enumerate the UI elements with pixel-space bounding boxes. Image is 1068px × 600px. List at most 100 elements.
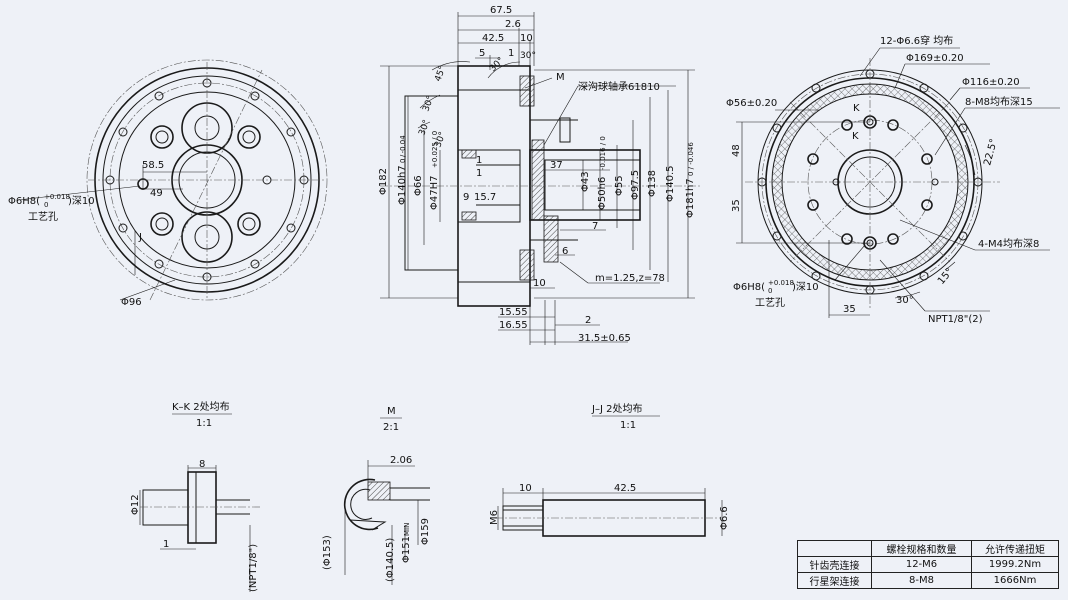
detail-jj-labels: J–J 2处均布 1:1 10 42.5 M6 Φ6.6 bbox=[489, 403, 730, 530]
section-mark-k2: K bbox=[852, 131, 859, 142]
ang-30c: 30° bbox=[421, 95, 436, 113]
dim-181h7: Φ181h7 bbox=[685, 178, 696, 218]
ang-30: 30° bbox=[896, 295, 914, 306]
gear-spec: m=1.25,z=78 bbox=[595, 273, 665, 284]
dim-6h8-depth: )深10 bbox=[68, 195, 95, 207]
dim-140h7-tol: 0 / -0.04 bbox=[399, 135, 407, 163]
spec-cell: 12-M6 bbox=[871, 556, 972, 573]
kk-dim-12: Φ12 bbox=[130, 494, 141, 515]
dim-7: 7 bbox=[592, 221, 598, 232]
detail-jj bbox=[495, 415, 723, 537]
dim-9: 9 bbox=[463, 192, 469, 203]
detail-m-labels: M 2:1 2.06 (Φ153) (Φ140.5) Φ151 MIN Φ159 bbox=[322, 406, 431, 582]
jj-dim-42-5: 42.5 bbox=[614, 483, 636, 494]
front-view-labels: 58.5 49 Φ6H8( +0.018 0 )深10 工艺孔 Φ96 J bbox=[8, 160, 164, 308]
spec-table-header: 螺栓规格和数量 允许传递扭矩 bbox=[797, 540, 1060, 557]
ang-30a: 30° bbox=[520, 51, 536, 61]
m-dim-140-5: (Φ140.5) bbox=[385, 538, 396, 582]
spec-header-blank bbox=[797, 540, 872, 557]
dim-16-55: 16.55 bbox=[499, 320, 528, 331]
m-dim-151: Φ151 bbox=[401, 536, 412, 563]
holes-12-label: 12-Φ6.6穿 均布 bbox=[880, 34, 953, 47]
spec-cell: 1666Nm bbox=[970, 572, 1060, 589]
dim-48: 48 bbox=[731, 144, 742, 157]
detail-kk-labels: K–K 2处均布 1:1 8 Φ12 1 (NPT1/8") bbox=[130, 401, 259, 592]
dim-55: Φ55 bbox=[614, 175, 625, 196]
m-title: M bbox=[387, 406, 396, 417]
jj-m6: M6 bbox=[489, 510, 500, 525]
rear-view bbox=[736, 47, 1060, 318]
rear-6h8-tol-lo: 0 bbox=[768, 287, 772, 295]
dim-47h7-tol: +0.025 / 0 bbox=[431, 131, 439, 168]
dim-67-5: 67.5 bbox=[490, 5, 512, 16]
dim-10: 10 bbox=[520, 33, 533, 44]
spec-cell: 8-M8 bbox=[871, 572, 972, 589]
dim-10b: 10 bbox=[533, 278, 546, 289]
dim-35b: 35 bbox=[843, 304, 856, 315]
spec-table: 螺栓规格和数量 允许传递扭矩 针齿壳连接 12-M6 1999.2Nm 行星架连… bbox=[797, 540, 1060, 589]
m-dim-159: Φ159 bbox=[420, 518, 431, 545]
kk-dim-8: 8 bbox=[199, 459, 205, 470]
dim-50h6: Φ50h6 bbox=[597, 177, 608, 210]
dim-6h8-tol-up: +0.018 bbox=[44, 193, 70, 201]
dim-138: Φ138 bbox=[647, 170, 658, 197]
m4-label: 4-M4均布深8 bbox=[978, 238, 1039, 250]
kk-scale: 1:1 bbox=[196, 418, 212, 429]
dim-169: Φ169±0.20 bbox=[906, 53, 964, 64]
dim-96: Φ96 bbox=[121, 297, 142, 308]
dim-1: 1 bbox=[508, 48, 514, 59]
rear-6h8-tol-up: +0.018 bbox=[768, 279, 794, 287]
kk-title: K–K 2处均布 bbox=[172, 401, 230, 413]
dim-42-5: 42.5 bbox=[482, 33, 504, 44]
kk-npt: (NPT1/8") bbox=[248, 544, 259, 592]
dim-47h7: Φ47H7 bbox=[429, 176, 440, 210]
dim-1b: 1 bbox=[476, 155, 482, 166]
rear-6h8: Φ6H8( bbox=[733, 282, 765, 293]
dim-140h7: Φ140h7 bbox=[397, 165, 408, 205]
m8-label: 8-M8均布深15 bbox=[965, 96, 1033, 108]
dim-5: 5 bbox=[479, 48, 485, 59]
section-mark-k1: K bbox=[853, 103, 860, 114]
dim-6: 6 bbox=[562, 246, 568, 257]
section-view bbox=[380, 12, 700, 345]
dim-182: Φ182 bbox=[378, 168, 389, 195]
npt-label: NPT1/8"(2) bbox=[928, 314, 983, 325]
ang-45: 45° bbox=[433, 65, 448, 83]
dim-49: 49 bbox=[150, 188, 163, 199]
m-scale: 2:1 bbox=[383, 422, 399, 433]
dim-50h6-tol: -0.016 / 0 bbox=[599, 136, 607, 170]
tech-hole-label: 工艺孔 bbox=[28, 211, 58, 223]
m8-holes bbox=[807, 119, 933, 245]
section-mark-j: J bbox=[138, 232, 142, 243]
dim-15-7: 15.7 bbox=[474, 192, 496, 203]
dim-58-5: 58.5 bbox=[142, 160, 164, 171]
bearing-label: 深沟球轴承61810 bbox=[578, 80, 660, 93]
jj-dim-6-6: Φ6.6 bbox=[719, 506, 730, 530]
dim-15-55: 15.55 bbox=[499, 307, 528, 318]
jj-dim-10: 10 bbox=[519, 483, 532, 494]
dim-1c: 1 bbox=[476, 168, 482, 179]
detail-kk bbox=[139, 413, 260, 592]
dim-37: 37 bbox=[550, 160, 563, 171]
dim-56: Φ56±0.20 bbox=[726, 98, 777, 109]
front-view bbox=[17, 59, 328, 301]
ang-15: 15° bbox=[936, 266, 956, 287]
jj-scale: 1:1 bbox=[620, 420, 636, 431]
spec-header-bolt: 螺栓规格和数量 bbox=[871, 540, 972, 557]
table-row: 针齿壳连接 12-M6 1999.2Nm bbox=[797, 556, 1060, 573]
kk-dim-1: 1 bbox=[163, 539, 169, 550]
m-dim-151-tol: MIN bbox=[403, 523, 411, 536]
dim-31-5: 31.5±0.65 bbox=[578, 333, 631, 344]
spec-header-torque: 允许传递扭矩 bbox=[970, 540, 1060, 557]
dim-35a: 35 bbox=[731, 199, 742, 212]
dim-97-5: Φ97.5 bbox=[630, 170, 641, 200]
spec-cell: 1999.2Nm bbox=[970, 556, 1060, 573]
ang-30b: 30° bbox=[488, 56, 506, 74]
m-dim-153: (Φ153) bbox=[322, 535, 333, 570]
dim-66: Φ66 bbox=[413, 175, 424, 196]
dim-116: Φ116±0.20 bbox=[962, 77, 1020, 88]
spec-cell: 针齿壳连接 bbox=[797, 556, 872, 573]
dim-2-6: 2.6 bbox=[505, 19, 521, 30]
detail-m-mark: M bbox=[556, 72, 565, 83]
